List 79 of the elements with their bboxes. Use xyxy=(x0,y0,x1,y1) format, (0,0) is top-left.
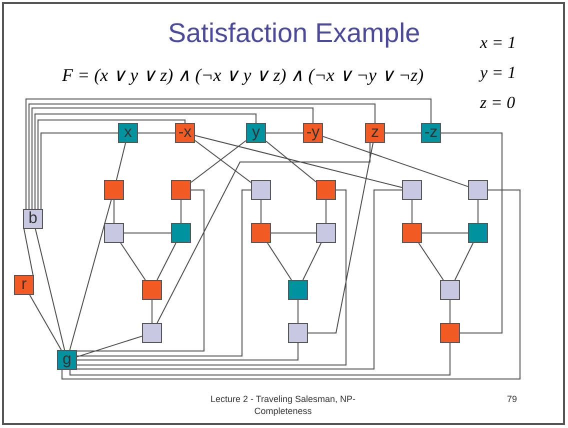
assignment-text: z = 0 xyxy=(480,94,516,111)
node-label: -x xyxy=(178,125,192,141)
connector-line xyxy=(76,190,402,370)
connector-line xyxy=(422,232,468,234)
connector-line xyxy=(76,342,298,360)
variable-node xyxy=(246,123,266,143)
connector-line xyxy=(70,342,450,376)
gadget-node xyxy=(402,223,422,243)
connector-line xyxy=(76,190,204,352)
connector-line xyxy=(308,142,374,334)
page-number: 79 xyxy=(507,393,518,405)
variable-node xyxy=(118,123,138,143)
connector-line xyxy=(24,228,34,276)
connector-line xyxy=(302,242,322,280)
node-label: -y xyxy=(306,125,320,141)
gadget-node xyxy=(468,223,488,243)
variable-node xyxy=(14,275,34,295)
connector-line xyxy=(124,232,172,234)
connector-line xyxy=(260,200,262,224)
connector-line xyxy=(322,136,468,188)
gadget-node xyxy=(288,323,308,343)
connector-line xyxy=(156,142,370,324)
connector-line xyxy=(34,228,66,350)
footer-text: Lecture 2 - Traveling Salesman, NP-Completeness xyxy=(209,393,357,417)
connector-line xyxy=(40,132,118,210)
node-label: g xyxy=(62,352,72,368)
gadget-node xyxy=(142,323,162,343)
connector-line xyxy=(270,232,316,234)
gadget-node xyxy=(251,180,271,200)
connector-line xyxy=(116,142,126,180)
node-label: z xyxy=(371,125,379,141)
gadget-node xyxy=(440,323,460,343)
connector-line xyxy=(156,242,176,280)
connector-line xyxy=(194,135,402,188)
node-label: -z xyxy=(424,125,438,141)
connector-line xyxy=(32,108,314,210)
connector-line xyxy=(384,132,422,134)
connector-line xyxy=(266,132,304,134)
connector-line xyxy=(120,242,146,280)
gadget-node xyxy=(171,180,191,200)
connector-line xyxy=(76,336,142,358)
connector-line xyxy=(34,114,256,210)
gadget-node xyxy=(316,223,336,243)
connector-line xyxy=(267,242,292,280)
gadget-node xyxy=(288,280,308,300)
connector-line xyxy=(69,200,112,350)
connector-line xyxy=(440,132,502,334)
variable-node xyxy=(57,350,77,370)
assignment-text: x = 1 xyxy=(480,34,516,51)
connector-line xyxy=(266,140,316,182)
gadget-node xyxy=(440,280,460,300)
node-label: b xyxy=(28,211,38,227)
connector-line xyxy=(29,294,62,350)
connector-line xyxy=(26,98,432,210)
connector-line xyxy=(38,120,186,210)
gadget-node xyxy=(104,180,124,200)
connector-line xyxy=(76,190,346,366)
slide-title: Satisfaction Example xyxy=(168,20,420,47)
connector-line xyxy=(28,104,376,210)
connector-line xyxy=(62,190,520,380)
gadget-node xyxy=(251,223,271,243)
connector-line xyxy=(180,200,182,224)
connector-line xyxy=(454,242,474,280)
gadget-node xyxy=(468,180,488,200)
connector-line xyxy=(76,190,252,356)
gadget-node xyxy=(316,180,336,200)
node-label: r xyxy=(21,277,27,293)
node-label: y xyxy=(252,125,260,141)
assignment-text: y = 1 xyxy=(480,64,516,81)
connector-line xyxy=(138,132,176,134)
gadget-node xyxy=(171,223,191,243)
variable-node xyxy=(23,209,43,229)
gadget-node xyxy=(142,280,162,300)
connector-line xyxy=(418,242,444,280)
formula: F = (x ∨ y ∨ z) ∧ (¬x ∨ y ∨ z) ∧ (¬x ∨ ¬y ∨ ¬z) xyxy=(62,66,424,84)
gadget-node xyxy=(402,180,422,200)
node-label: x xyxy=(124,125,132,141)
variable-node xyxy=(365,123,385,143)
gadget-node xyxy=(104,223,124,243)
